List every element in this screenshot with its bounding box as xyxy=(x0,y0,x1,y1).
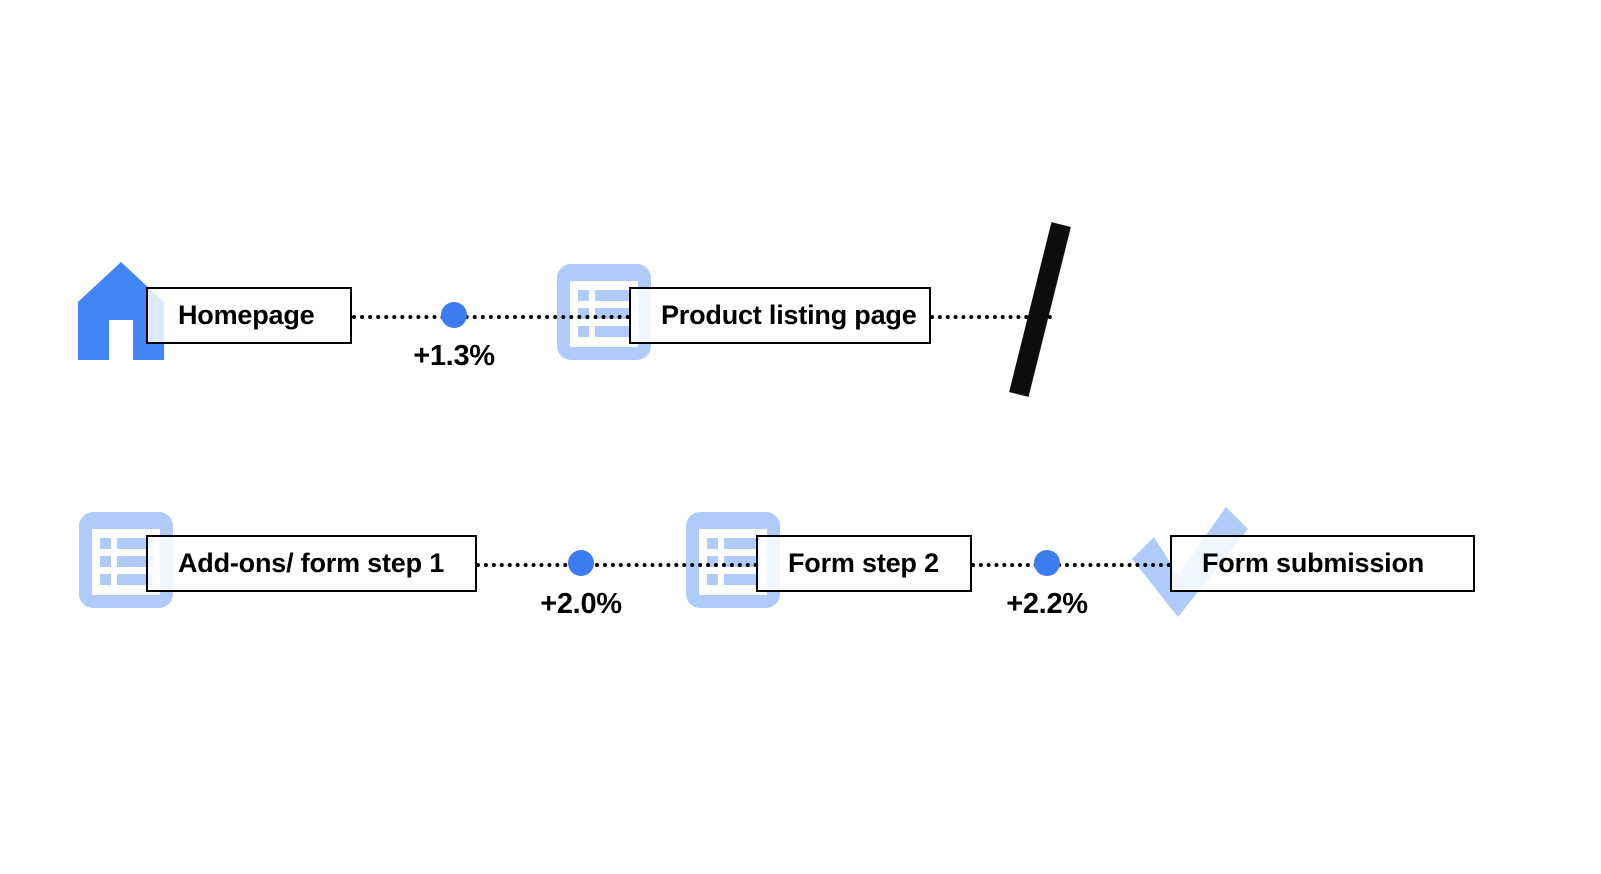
metric-label-2: +2.0% xyxy=(540,588,622,620)
node-product-listing-page-label: Product listing page xyxy=(661,300,917,330)
metric-label-3: +2.2% xyxy=(1006,588,1088,620)
node-form-step-2-label: Form step 2 xyxy=(788,548,939,578)
connector-step1-to-step2 xyxy=(476,563,758,567)
node-homepage[interactable]: Homepage xyxy=(146,287,352,344)
node-form-submission[interactable]: Form submission xyxy=(1170,535,1475,592)
metric-dot-2[interactable] xyxy=(568,550,594,576)
node-add-ons-form-step-1[interactable]: Add-ons/ form step 1 xyxy=(146,535,477,592)
house-icon xyxy=(78,262,164,360)
node-homepage-label: Homepage xyxy=(178,300,315,330)
metric-dot-3[interactable] xyxy=(1034,550,1060,576)
node-product-listing-page[interactable]: Product listing page xyxy=(629,287,931,344)
connector-homepage-to-product-listing xyxy=(352,315,630,319)
metric-label-1: +1.3% xyxy=(413,340,495,372)
list-document-icon xyxy=(557,264,651,360)
node-add-ons-form-step-1-label: Add-ons/ form step 1 xyxy=(178,548,445,578)
metric-dot-1[interactable] xyxy=(441,302,467,328)
node-form-submission-label: Form submission xyxy=(1202,548,1425,578)
connector-product-listing-to-end xyxy=(930,315,1052,319)
diagonal-slash-marker xyxy=(1009,222,1071,397)
node-form-step-2[interactable]: Form step 2 xyxy=(756,535,972,592)
connector-step2-to-submission xyxy=(971,563,1171,567)
